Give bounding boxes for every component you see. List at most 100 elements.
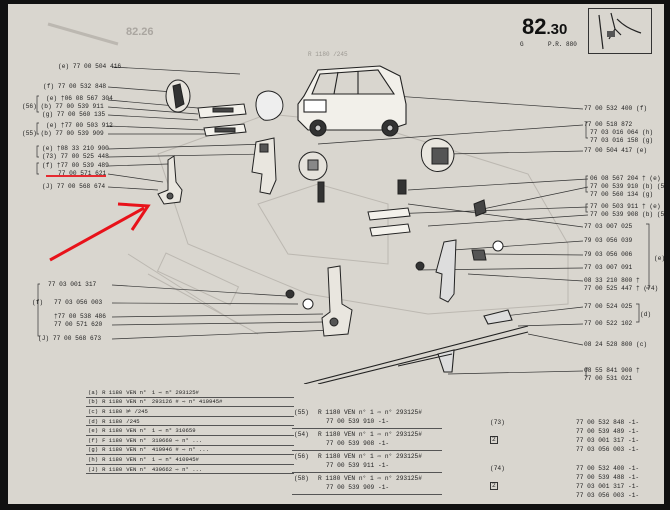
- part-label: 77 03 056 003: [54, 299, 103, 306]
- kit-73-number: (73): [490, 419, 505, 426]
- ref-block-part: 77 00 539 909 -1-: [326, 484, 390, 491]
- part-label: 77 00 539 910 (b) (56): [590, 183, 664, 190]
- part-label: 77 03 007 091: [584, 264, 633, 271]
- part-label: (f): [32, 299, 44, 306]
- part-label: 77 00 539 908 (b) (55): [590, 211, 664, 218]
- part-label: (e) †06 08 567 304: [46, 95, 113, 102]
- part-label: (73) 77 00 525 448: [42, 153, 109, 160]
- variant-code: (h): [86, 454, 101, 465]
- kit-part-line: 77 03 056 003 -1-: [576, 446, 640, 453]
- ref-block-header: R 1180 VEN n° 1 ⇨ n° 293125#: [318, 453, 422, 460]
- part-label: 77 00 504 417 (e): [584, 147, 648, 154]
- center-latch: [285, 265, 353, 337]
- kit-74-number: (74): [490, 465, 505, 472]
- part-label: 08 24 528 800 (c): [584, 341, 648, 348]
- variant-range: 293126 # ⇨ n° 410945#: [149, 397, 294, 408]
- variant-ven: VEN n°: [124, 435, 150, 446]
- variant-range: 410946 # ⇨ n° ...: [149, 445, 294, 456]
- ref-block-number: (58): [294, 475, 309, 482]
- inner-handle-bracket: [157, 137, 277, 205]
- variant-model: R 1180: [100, 454, 125, 465]
- part-label: 77 00 525 447 † (74): [584, 285, 659, 292]
- control-rods: [303, 309, 529, 384]
- part-label: (e) †77 00 503 912: [46, 122, 113, 129]
- part-label: (55) (b) 77 00 539 909: [22, 130, 104, 137]
- variant-ven: VEN n°: [124, 454, 150, 465]
- ref-block-number: (56): [294, 453, 309, 460]
- kit-part-line: 77 00 532 400 -1-: [576, 465, 640, 472]
- variant-range: [149, 416, 294, 427]
- part-label: 79 03 056 039: [584, 237, 633, 244]
- part-label: (56) (b) 77 00 539 911: [22, 103, 104, 110]
- part-label: 79 03 056 006: [584, 251, 633, 258]
- variant-range: 1 ⇨ n° 293125#: [149, 388, 294, 398]
- variant-range: [149, 406, 294, 417]
- ref-block-header: R 1180 VEN n° 1 ⇨ n° 293125#: [318, 431, 422, 438]
- part-label: 77 03 007 025: [584, 223, 633, 230]
- variant-range: 439662 ⇨ n° ...: [149, 464, 294, 475]
- ref-block-number: (54): [294, 431, 309, 438]
- part-label: 77 00 560 134 (g): [590, 191, 654, 198]
- variant-range: 1 ⇨ n° 310659: [149, 425, 294, 436]
- kit-part-line: 77 00 539 489 -1-: [576, 428, 640, 435]
- ref-block-header: R 1180 VEN n° 1 ⇨ n° 293125#: [318, 475, 422, 482]
- page-reference: P.R. 880: [548, 41, 577, 48]
- variant-ven: VEN n°: [124, 464, 150, 475]
- part-label: 77 00 524 025: [584, 303, 633, 310]
- part-label: 06 08 567 204 † (e): [590, 175, 661, 182]
- variant-code: (c): [86, 406, 101, 417]
- red-arrow-annotation: [46, 175, 151, 262]
- part-label: 08 33 210 800 †: [584, 277, 640, 284]
- part-label: 77 03 001 317: [48, 281, 97, 288]
- exploded-diagram: [36, 22, 650, 384]
- part-label: 77 00 571 620: [54, 321, 103, 328]
- car-illustration: [297, 65, 407, 137]
- page-number: 82.30: [522, 14, 568, 39]
- ref-block-number: (55): [294, 409, 309, 416]
- table-row: (d)R 1180/245: [86, 416, 294, 427]
- part-label: 77 00 571 621: [58, 170, 107, 177]
- variant-model: R 1180: [100, 464, 125, 475]
- variant-code: (b): [86, 397, 101, 408]
- ref-block-part: 77 00 539 910 -1-: [326, 418, 390, 425]
- variant-ven: VEN n°: [124, 445, 150, 456]
- variant-model: R 1180: [100, 445, 125, 456]
- latch-mechanism: [367, 138, 504, 303]
- faded-reference: R 1180 /245: [308, 51, 348, 58]
- variant-code: (e): [86, 425, 101, 436]
- variant-ven: VEN n°: [124, 425, 150, 436]
- ref-block-header: R 1180 VEN n° 1 ⇨ n° 293125#: [318, 409, 422, 416]
- part-label: 77 00 518 872: [584, 121, 633, 128]
- kit-74-badge: 2: [490, 482, 498, 491]
- part-label: 08 55 841 900 †: [584, 367, 640, 374]
- variant-code: (d): [86, 416, 101, 427]
- variant-model: F 1180: [100, 435, 125, 446]
- part-label: (e): [654, 255, 664, 262]
- part-label: (d): [640, 311, 652, 318]
- page-letter: G: [520, 41, 524, 48]
- variant-ven: VEN n°: [124, 388, 150, 398]
- divider: [292, 450, 442, 451]
- part-label: 77 00 532 400 (f): [584, 105, 648, 112]
- variant-code: (g): [86, 445, 101, 456]
- kit-73-badge: 2: [490, 436, 498, 445]
- part-label: 77 03 016 158 (g): [590, 137, 654, 144]
- part-label: 77 00 503 911 † (e): [590, 203, 661, 210]
- part-label: 77 00 531 021: [584, 375, 633, 382]
- lock-cylinder: [298, 151, 328, 203]
- divider: [292, 428, 442, 429]
- kit-part-line: 77 03 056 003 -1-: [576, 492, 640, 499]
- divider: [292, 472, 442, 473]
- part-label: 77 00 522 102: [584, 320, 633, 327]
- variant-code: (J): [86, 464, 101, 475]
- variant-ven: /245: [124, 416, 150, 427]
- variant-model: R 1180: [100, 416, 125, 427]
- variant-code: (f): [86, 435, 101, 446]
